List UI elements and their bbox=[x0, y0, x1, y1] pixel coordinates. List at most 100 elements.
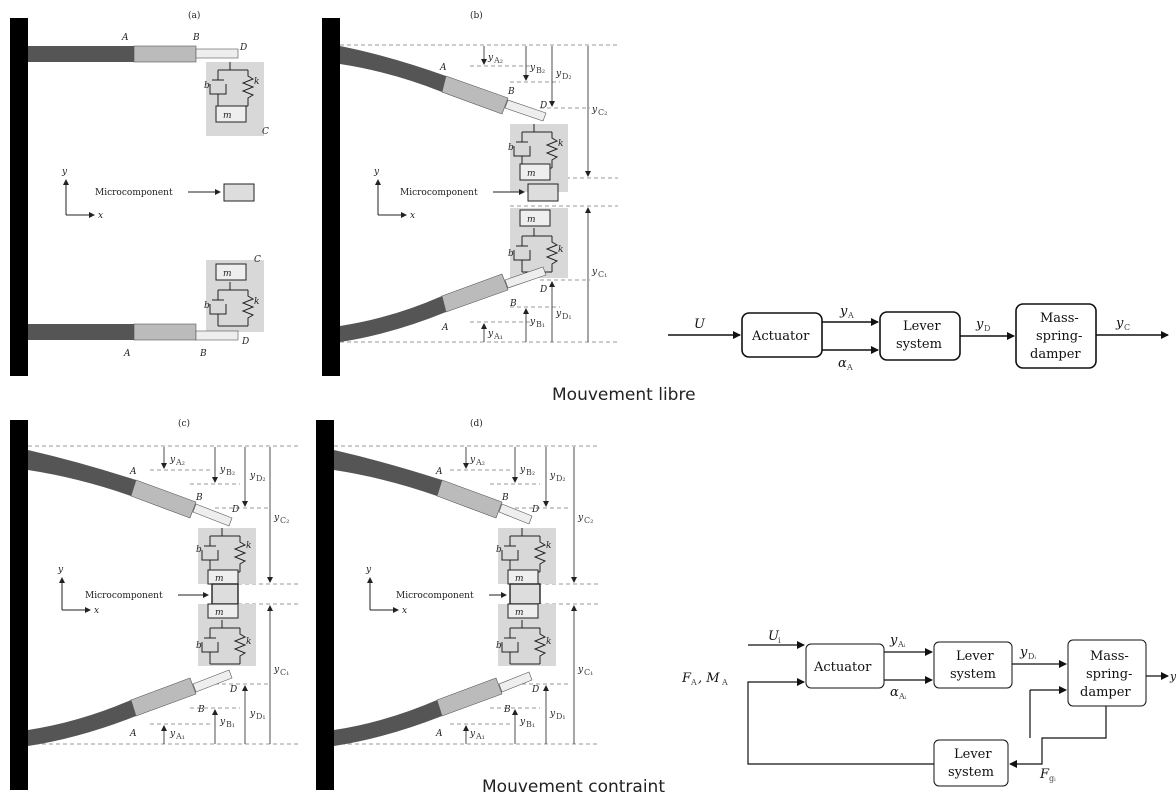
svg-text:D₁: D₁ bbox=[256, 712, 266, 721]
svg-text:m: m bbox=[215, 574, 224, 584]
axes-b: y x bbox=[373, 167, 415, 221]
label-bs-upper-a: b bbox=[204, 81, 210, 91]
svg-text:x: x bbox=[402, 606, 407, 616]
svg-text:b: b bbox=[496, 545, 502, 555]
svg-text:C₁: C₁ bbox=[584, 668, 593, 677]
lower-actuator-b bbox=[340, 296, 446, 342]
lower-tip-a bbox=[195, 330, 239, 341]
upper-tip-d bbox=[498, 503, 533, 525]
svg-text:A₁: A₁ bbox=[475, 732, 485, 741]
lower-tip-c bbox=[192, 669, 233, 693]
axes-d: y x bbox=[365, 565, 407, 616]
panel-c: (c) A B D m b k Microcomponent bbox=[10, 418, 300, 790]
svg-text:y: y bbox=[1019, 645, 1028, 660]
svg-text:y: y bbox=[61, 167, 68, 177]
svg-text:x: x bbox=[410, 211, 415, 221]
lower-tip-b bbox=[504, 266, 547, 289]
svg-text:A₂: A₂ bbox=[175, 458, 185, 467]
gripper-box-upper-b bbox=[510, 124, 568, 192]
svg-text:x: x bbox=[98, 211, 103, 221]
svg-text:y: y bbox=[273, 665, 280, 675]
svg-text:Aᵢ: Aᵢ bbox=[897, 640, 906, 649]
svg-text:y: y bbox=[1115, 316, 1124, 331]
svg-text:D: D bbox=[984, 324, 990, 333]
svg-text:C₂: C₂ bbox=[598, 108, 607, 117]
lever-block-feedback bbox=[933, 739, 1009, 787]
svg-text:A₂: A₂ bbox=[475, 458, 485, 467]
lower-lever-d bbox=[436, 677, 503, 717]
svg-text:A₂: A₂ bbox=[493, 56, 503, 65]
svg-text:C₂: C₂ bbox=[584, 516, 593, 525]
wall-b bbox=[322, 18, 340, 376]
svg-text:system: system bbox=[896, 337, 942, 352]
svg-text:m: m bbox=[215, 608, 224, 618]
svg-text:b: b bbox=[196, 545, 202, 555]
svg-text:y: y bbox=[529, 317, 536, 327]
microcomponent-a bbox=[223, 183, 255, 202]
panel-b: (b) A B D m b k bbox=[322, 10, 618, 376]
svg-text:Actuator: Actuator bbox=[813, 660, 872, 675]
panel-a-label: (a) bbox=[188, 10, 200, 21]
svg-text:damper: damper bbox=[1030, 347, 1081, 362]
svg-text:D: D bbox=[539, 101, 547, 111]
svg-text:B: B bbox=[195, 493, 203, 503]
lower-lever-b bbox=[441, 273, 509, 313]
svg-text:Lever: Lever bbox=[956, 649, 994, 664]
axes-c: y x bbox=[57, 565, 99, 616]
svg-text:spring-: spring- bbox=[1086, 667, 1132, 682]
upper-lever-b bbox=[441, 75, 509, 115]
svg-text:D₂: D₂ bbox=[256, 474, 266, 483]
svg-text:x: x bbox=[94, 606, 99, 616]
svg-text:A: A bbox=[435, 729, 443, 739]
svg-text:B₂: B₂ bbox=[526, 468, 535, 477]
svg-text:C₁: C₁ bbox=[280, 668, 289, 677]
upper-actuator-d bbox=[334, 450, 442, 496]
svg-text:y: y bbox=[529, 63, 536, 73]
svg-text:y: y bbox=[249, 709, 256, 719]
svg-text:y: y bbox=[469, 729, 476, 739]
upper-lever-d bbox=[436, 479, 503, 519]
svg-text:y: y bbox=[555, 69, 562, 79]
svg-text:y: y bbox=[889, 633, 898, 648]
svg-text:spring-: spring- bbox=[1036, 329, 1082, 344]
mass-lower-b bbox=[519, 209, 551, 227]
svg-text:y: y bbox=[365, 565, 372, 575]
label-B1-a: B bbox=[199, 349, 207, 359]
svg-text:y: y bbox=[219, 717, 226, 727]
svg-text:y: y bbox=[219, 465, 226, 475]
msd-block-constrained bbox=[1067, 639, 1147, 707]
svg-text:F: F bbox=[1039, 767, 1050, 782]
actuator-block-constrained bbox=[805, 643, 885, 689]
svg-text:m: m bbox=[527, 215, 536, 225]
microcomponent-b bbox=[527, 183, 559, 202]
upper-actuator-c bbox=[28, 450, 136, 496]
lower-lever-a bbox=[133, 323, 197, 341]
svg-text:Lever: Lever bbox=[903, 319, 941, 334]
svg-text:A₁: A₁ bbox=[493, 332, 503, 341]
svg-text:b: b bbox=[508, 249, 514, 259]
svg-text:b: b bbox=[508, 143, 514, 153]
microcomponent-c bbox=[211, 583, 239, 605]
svg-text:gᵢ: gᵢ bbox=[1049, 774, 1056, 783]
svg-text:D₂: D₂ bbox=[556, 474, 566, 483]
svg-text:U: U bbox=[694, 317, 706, 332]
label-D2-a: D bbox=[239, 43, 247, 53]
upper-actuator-a bbox=[28, 46, 134, 62]
svg-text:y: y bbox=[549, 709, 556, 719]
svg-text:system: system bbox=[950, 667, 996, 682]
panel-b-label: (b) bbox=[470, 10, 483, 21]
svg-text:Mass-: Mass- bbox=[1090, 649, 1129, 664]
mass-lower-c bbox=[207, 603, 239, 619]
svg-text:k: k bbox=[558, 139, 563, 149]
svg-text:B₁: B₁ bbox=[526, 720, 535, 729]
svg-text:y: y bbox=[839, 304, 848, 319]
svg-text:k: k bbox=[546, 637, 551, 647]
svg-text:C₁: C₁ bbox=[598, 270, 607, 279]
svg-text:y: y bbox=[249, 471, 256, 481]
svg-text:, M: , M bbox=[698, 671, 720, 686]
dimension-arrows-c bbox=[161, 447, 273, 744]
lever-block-constrained bbox=[933, 641, 1013, 689]
svg-text:y: y bbox=[519, 717, 526, 727]
mass-lower-a bbox=[215, 263, 247, 281]
